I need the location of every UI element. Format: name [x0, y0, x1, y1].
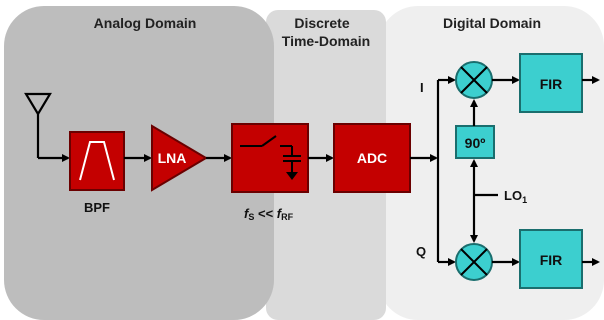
bpf-block [69, 131, 125, 191]
sampler-block [231, 123, 309, 193]
lna-block [151, 124, 208, 192]
capacitor-icon [283, 146, 301, 172]
adc-label: ADC [357, 150, 387, 166]
mixer-icon [455, 243, 493, 281]
digital-domain-title: Digital Domain [443, 15, 541, 31]
ground-icon [286, 172, 298, 180]
lo-label: LO1 [504, 188, 527, 205]
analog-domain-title: Analog Domain [94, 15, 197, 31]
fir-q-label: FIR [540, 252, 563, 268]
fir-i-label: FIR [540, 76, 563, 92]
fir-i-block [519, 53, 583, 113]
mixer-icon [455, 61, 493, 99]
sampler-rate-label: fS << fRF [244, 206, 294, 222]
fir-q-block [519, 229, 583, 289]
discrete-domain-region [266, 10, 386, 320]
phase-shift-block [455, 125, 495, 159]
lna-label: LNA [158, 150, 187, 166]
phase-shift-label: 90º [465, 135, 486, 151]
discrete-domain-title-line2: Time-Domain [282, 33, 370, 49]
q-label: Q [416, 244, 426, 259]
bpf-label: BPF [84, 200, 110, 215]
discrete-domain-title-line1: Discrete [294, 15, 349, 31]
i-label: I [420, 80, 424, 95]
antenna-icon [24, 92, 52, 158]
switch-icon [240, 135, 292, 147]
adc-block [333, 123, 411, 193]
analog-domain-region [4, 6, 274, 320]
